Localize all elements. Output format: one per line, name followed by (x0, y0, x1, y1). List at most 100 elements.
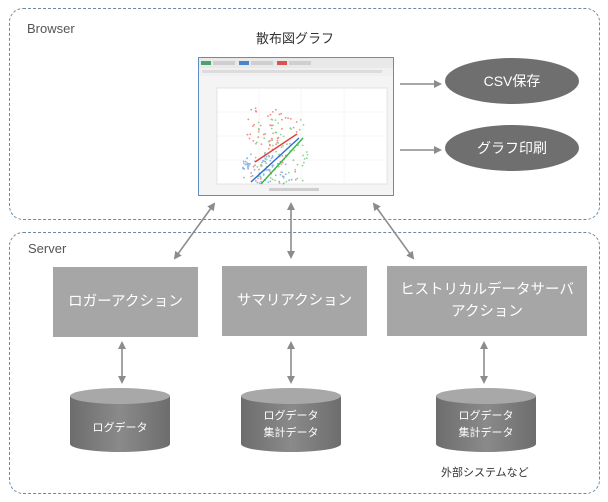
thumbnail-point (268, 140, 271, 143)
thumbnail-point (258, 182, 261, 185)
thumbnail-point (279, 133, 282, 136)
thumbnail-point (260, 177, 262, 180)
csv-save-button[interactable]: CSV保存 (445, 58, 579, 104)
thumbnail-point (301, 164, 304, 167)
thumbnail-point (274, 119, 277, 121)
thumbnail-point (275, 143, 277, 145)
thumbnail-point (303, 161, 305, 164)
thumbnail-point (281, 118, 283, 121)
thumbnail-point (301, 179, 304, 182)
thumbnail-point (256, 166, 259, 168)
thumbnail-point (255, 141, 258, 144)
thumbnail-point (282, 144, 284, 147)
thumbnail-point (284, 163, 287, 166)
thumbnail-point (243, 162, 245, 165)
thumbnail-point (301, 144, 304, 147)
thumbnail-point (252, 165, 255, 168)
thumbnail-point (274, 174, 277, 177)
thumbnail-point (305, 151, 308, 153)
thumbnail-point (281, 155, 284, 157)
thumbnail-point (259, 124, 262, 127)
historical-action-box: ヒストリカルデータサーバ アクション (387, 266, 587, 336)
thumbnail-point (262, 159, 264, 162)
thumbnail-point (292, 159, 295, 162)
thumbnail-point (295, 131, 298, 133)
summary-action-label: サマリアクション (236, 292, 353, 309)
historical-action-label-line1: ヒストリカルデータサーバ (400, 281, 574, 298)
logger-action-label: ロガーアクション (68, 293, 183, 310)
thumbnail-point (257, 121, 260, 124)
thumbnail-point (286, 143, 288, 145)
thumbnail-point (302, 124, 305, 126)
thumbnail-point (254, 107, 257, 109)
thumbnail-point (278, 182, 281, 185)
browser-region (9, 8, 600, 220)
thumbnail-point (246, 157, 248, 160)
thumbnail-point (280, 146, 283, 149)
thumbnail-point (274, 108, 277, 111)
thumbnail-point (296, 177, 299, 180)
thumbnail-point (265, 155, 268, 158)
thumbnail-point (264, 157, 267, 160)
thumbnail-point (261, 161, 263, 164)
thumbnail-point (277, 165, 280, 168)
thumbnail-point (244, 163, 247, 166)
thumbnail-point (268, 154, 270, 157)
csv-save-label: CSV保存 (483, 73, 541, 89)
thumbnail-point (242, 166, 244, 169)
thumbnail-point (272, 164, 275, 166)
thumbnail-point (253, 123, 255, 126)
thumbnail-point (254, 156, 257, 159)
arrow-chart-logger (173, 202, 216, 260)
thumbnail-point (265, 158, 268, 161)
thumbnail-point (284, 116, 287, 119)
thumbnail-point (277, 142, 280, 144)
thumbnail-point (267, 115, 269, 117)
thumbnail-point (262, 133, 265, 136)
thumbnail-point (249, 163, 251, 165)
thumbnail-point (270, 127, 273, 130)
thumbnail-point (242, 160, 245, 163)
thumbnail-point (250, 175, 252, 178)
thumbnail-point (282, 182, 285, 185)
thumbnail-point (256, 181, 259, 184)
thumbnail-point (265, 169, 268, 171)
server-label: Server (28, 241, 67, 256)
thumbnail-point (271, 155, 274, 157)
thumbnail-point (264, 133, 267, 135)
thumbnail-point (250, 108, 253, 111)
thumbnail-point (271, 137, 273, 140)
thumbnail-point (271, 118, 274, 121)
thumbnail-point (272, 132, 274, 135)
thumbnail-point (275, 150, 277, 153)
thumbnail-point (277, 122, 280, 124)
thumbnail-point (267, 168, 270, 171)
thumbnail-point (244, 160, 247, 163)
thumbnail-point (276, 139, 279, 142)
thumbnail-point (250, 172, 252, 174)
print-graph-button[interactable]: グラフ印刷 (445, 125, 579, 171)
thumbnail-point (294, 170, 297, 173)
log-data-label: ログデータ (92, 422, 148, 434)
thumbnail-point (271, 166, 274, 168)
log-data-database: ログデータ (70, 388, 170, 452)
thumbnail-point (257, 177, 259, 180)
thumbnail-point (275, 131, 278, 134)
thumbnail-point (271, 139, 274, 141)
summary-db-label-line2: 集計データ (263, 426, 319, 439)
summary-data-database: ログデータ 集計データ (241, 388, 341, 452)
thumbnail-point (278, 113, 281, 116)
thumbnail-point (251, 174, 254, 177)
print-graph-label: グラフ印刷 (477, 140, 547, 156)
thumbnail-point (243, 168, 246, 170)
thumbnail-point (271, 178, 274, 181)
thumbnail-point (279, 173, 282, 176)
thumbnail-point (282, 175, 285, 178)
thumbnail-point (262, 174, 265, 176)
thumbnail-point (249, 133, 252, 136)
thumbnail-point (296, 163, 299, 166)
historical-db-label-line1: ログデータ (458, 410, 514, 422)
thumbnail-point (276, 162, 279, 165)
thumbnail-point (247, 166, 249, 169)
